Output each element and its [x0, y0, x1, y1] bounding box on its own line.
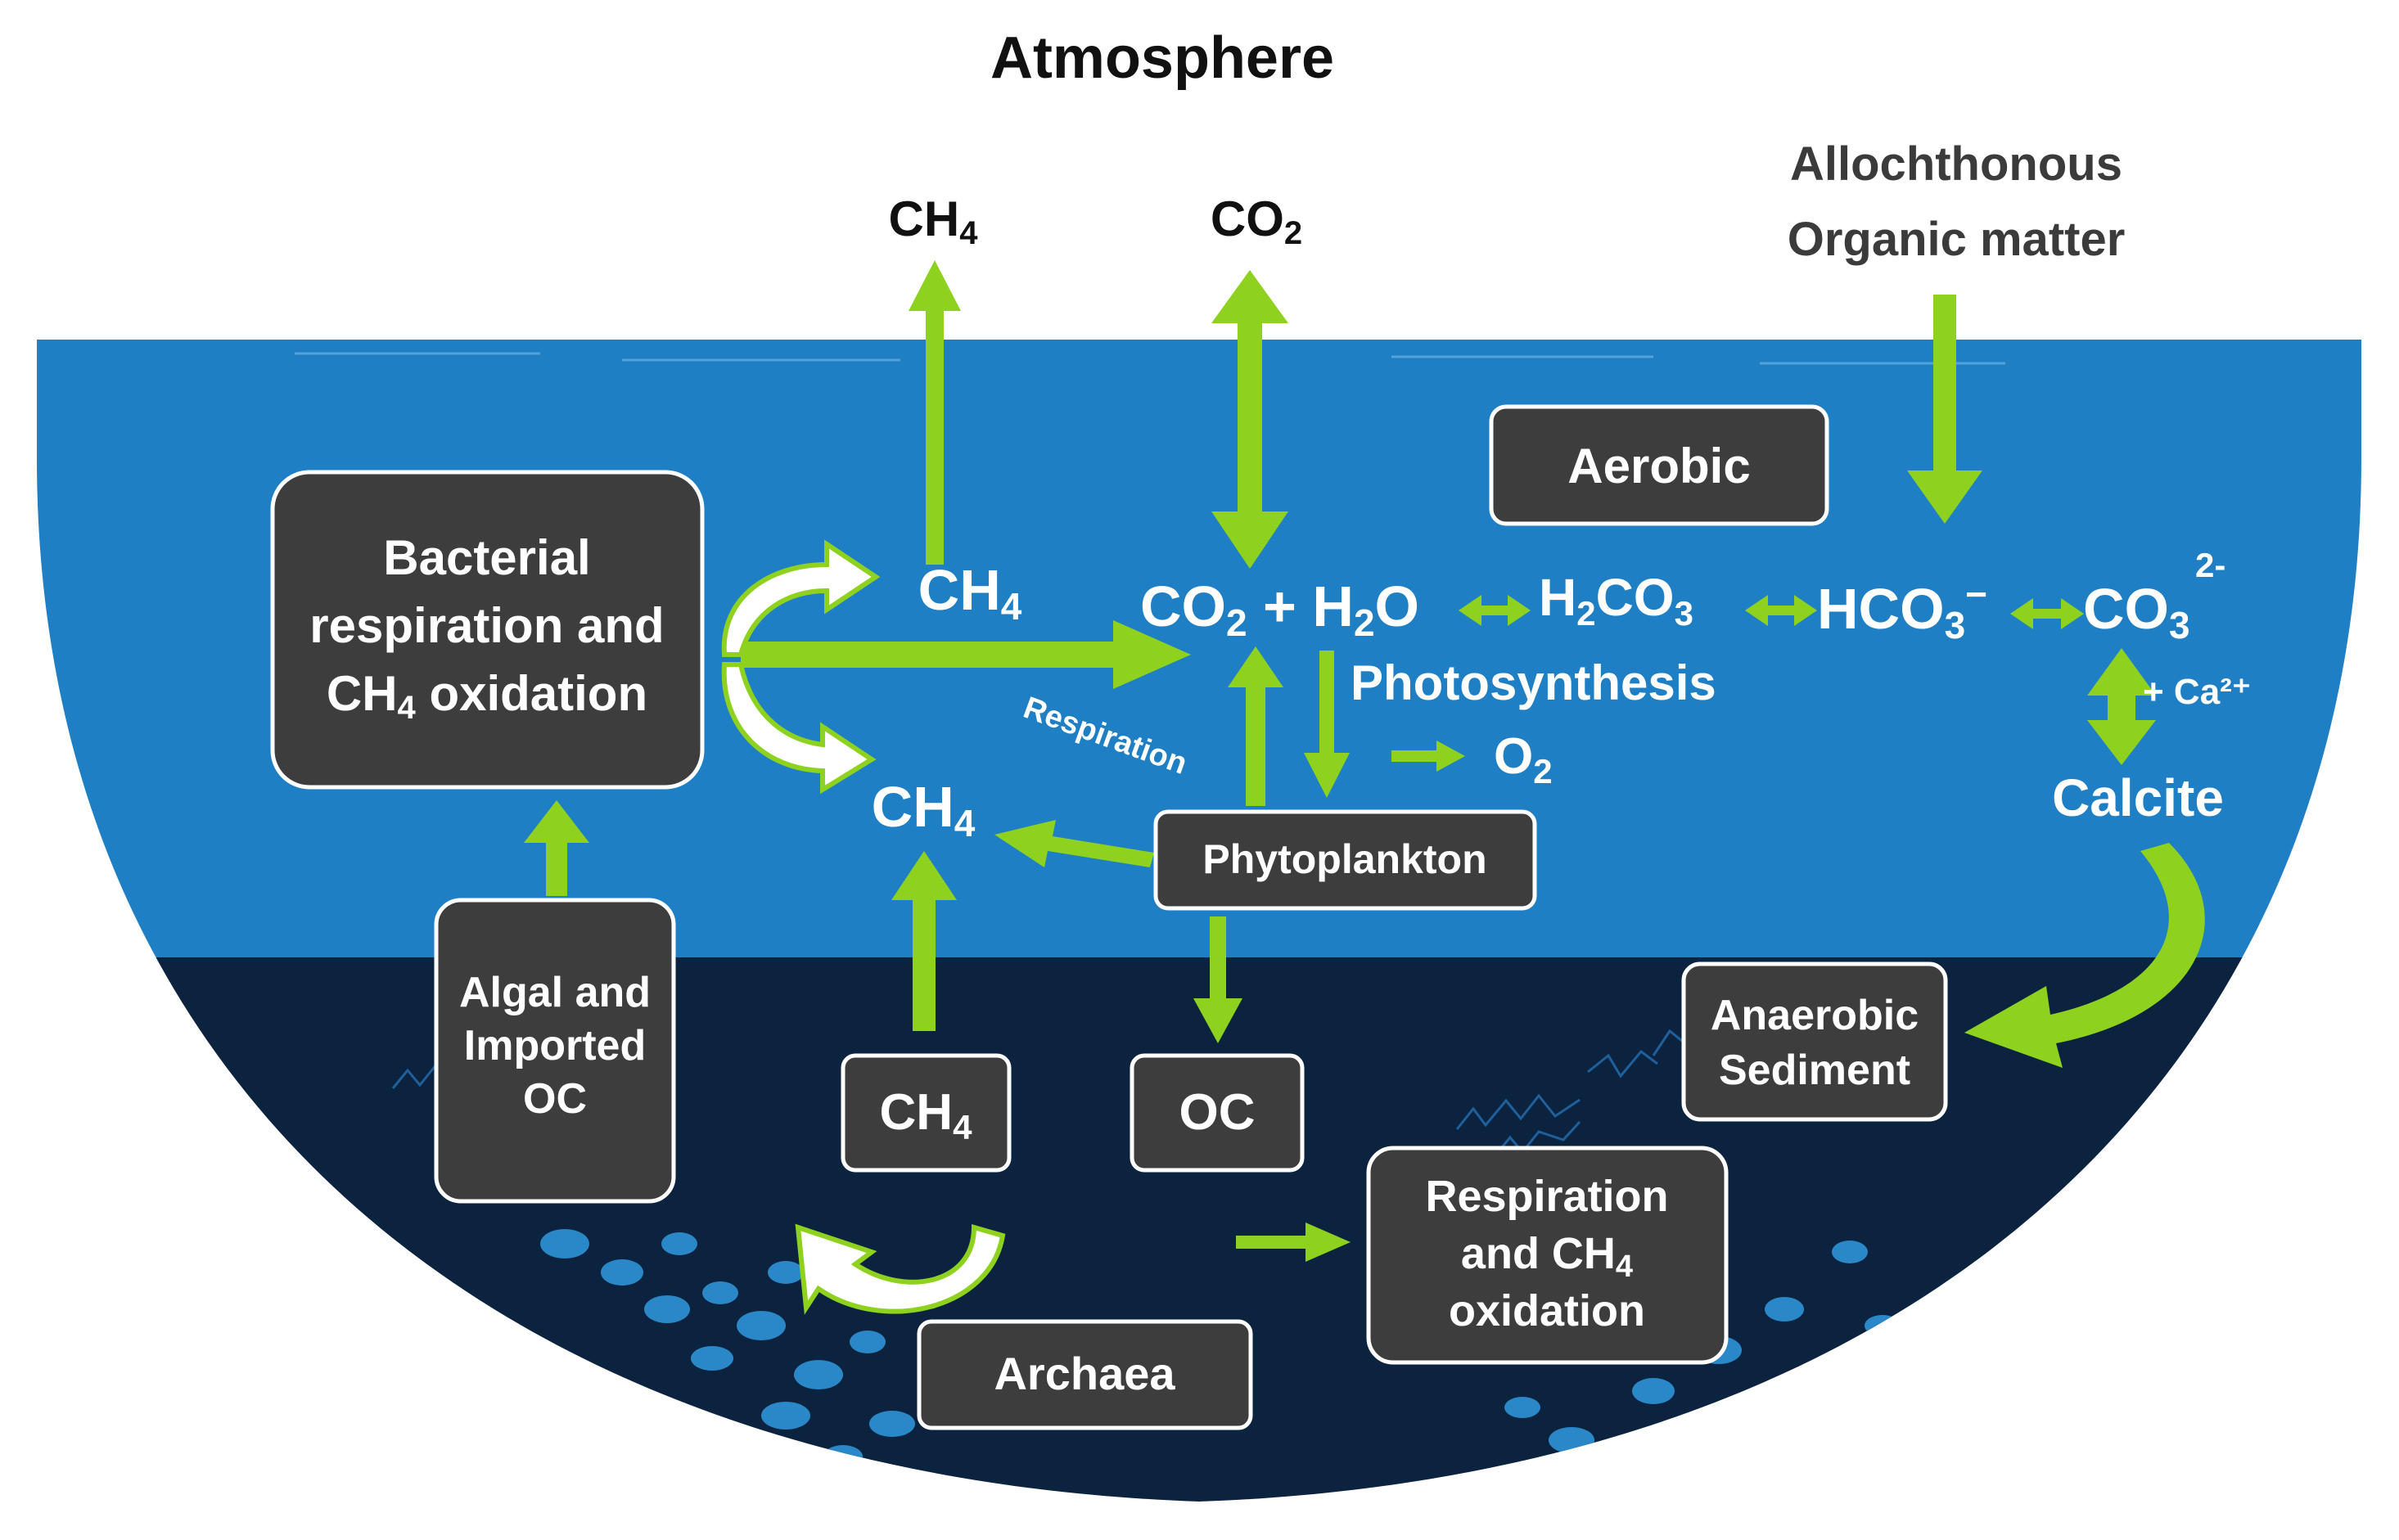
anaerobic-box-line1: Anaerobic [1711, 992, 1919, 1039]
water-ch4-upper: CH4 [918, 558, 1022, 628]
water-surface-ripples [295, 352, 2005, 365]
sediment-ch4-box [841, 1053, 1012, 1173]
co2-exchange-arrow [1211, 270, 1288, 569]
atmosphere-ch4-label: CH4 [889, 191, 979, 251]
phytoplankton-to-oc-arrow [1193, 916, 1242, 1043]
flow-arrows [524, 260, 2205, 1262]
phytoplankton-label: Phytoplankton [1202, 836, 1486, 882]
process-boxes [270, 404, 1948, 1430]
o2-production-arrow [1391, 741, 1465, 772]
aerobic-label: Aerobic [1567, 439, 1750, 493]
photosynthesis-to-phytoplankton-arrow [1304, 651, 1350, 798]
anaerobic-box-line2: Sediment [1719, 1047, 1910, 1094]
equation-hco3: HCO3− [1817, 573, 1987, 646]
phytoplankton-to-co2-arrow [1228, 646, 1283, 806]
archaea-label: Archaea [994, 1348, 1175, 1399]
calcite-label: Calcite [2052, 768, 2224, 827]
lake-basin [37, 340, 2361, 1502]
ch4-to-atmosphere-arrow [909, 260, 961, 565]
photosynthesis-label: Photosynthesis [1351, 655, 1716, 710]
respiration-to-co2-arrow [741, 620, 1191, 689]
calcite-to-sediment-arrow [1964, 843, 2205, 1068]
bacterial-box-line1: Bacterial [383, 530, 590, 585]
sediment-ch4-label: CH4 [880, 1084, 973, 1146]
allochthonous-label-line1: Allochthonous [1790, 137, 2122, 191]
equation-co2-h2o: CO2 + H2O [1140, 574, 1419, 644]
atmosphere-co2-label: CO2 [1211, 191, 1302, 251]
allochthonous-label-line2: Organic matter [1788, 213, 2126, 266]
algal-box-line2: Imported [464, 1022, 646, 1069]
respiration-box-line3: oxidation [1449, 1286, 1645, 1335]
respiration-box-line1: Respiration [1425, 1172, 1668, 1221]
respiration-ch4-oxidation-box [1366, 1146, 1729, 1365]
atmosphere-title: Atmosphere [990, 25, 1334, 91]
archaea-cycle-arrow [795, 1223, 1006, 1315]
sediment-oc-label: OC [1179, 1084, 1256, 1141]
bacterial-ch4-cycle-arrows [721, 539, 1006, 1315]
respiration-box-line2: and CH4 [1461, 1229, 1633, 1284]
algal-box-line1: Algal and [459, 969, 651, 1016]
algal-box-line3: OC [523, 1075, 587, 1123]
equation-co3-charge: 2- [2195, 546, 2225, 584]
water-ch4-lower: CH4 [872, 775, 976, 844]
bacterial-to-upper-ch4-arrow [721, 539, 881, 657]
lower-ch4-to-bacterial-arrow [721, 662, 877, 795]
algal-to-bacterial-arrow [524, 800, 589, 896]
sediment-ch4-to-water-ch4-arrow [891, 851, 957, 1031]
o2-label: O2 [1494, 728, 1553, 790]
equation-co3: CO3 [2083, 577, 2190, 646]
bacterial-box-line3: CH4 oxidation [327, 666, 647, 726]
anaerobic-sediment-box [1681, 961, 1948, 1122]
equation-h2co3: H2CO3 [1539, 568, 1693, 633]
phytoplankton-to-ch4-arrow [994, 820, 1154, 867]
bacterial-box-line2: respiration and [309, 598, 664, 653]
sediment-oc-box [1130, 1053, 1305, 1173]
calcium-label: + Ca²⁺ [2143, 672, 2251, 712]
aerobic-box [1489, 404, 1829, 526]
oc-to-respiration-arrow [1236, 1223, 1351, 1262]
phytoplankton-box [1153, 809, 1537, 911]
allochthonous-input-arrow [1907, 295, 1982, 524]
calcite-exchange-arrow [2087, 648, 2156, 765]
bacterial-respiration-box [270, 470, 705, 790]
algal-imported-oc-box [434, 898, 676, 1204]
carbonate-exchange-arrows [1459, 595, 2084, 629]
archaea-box [917, 1319, 1253, 1430]
